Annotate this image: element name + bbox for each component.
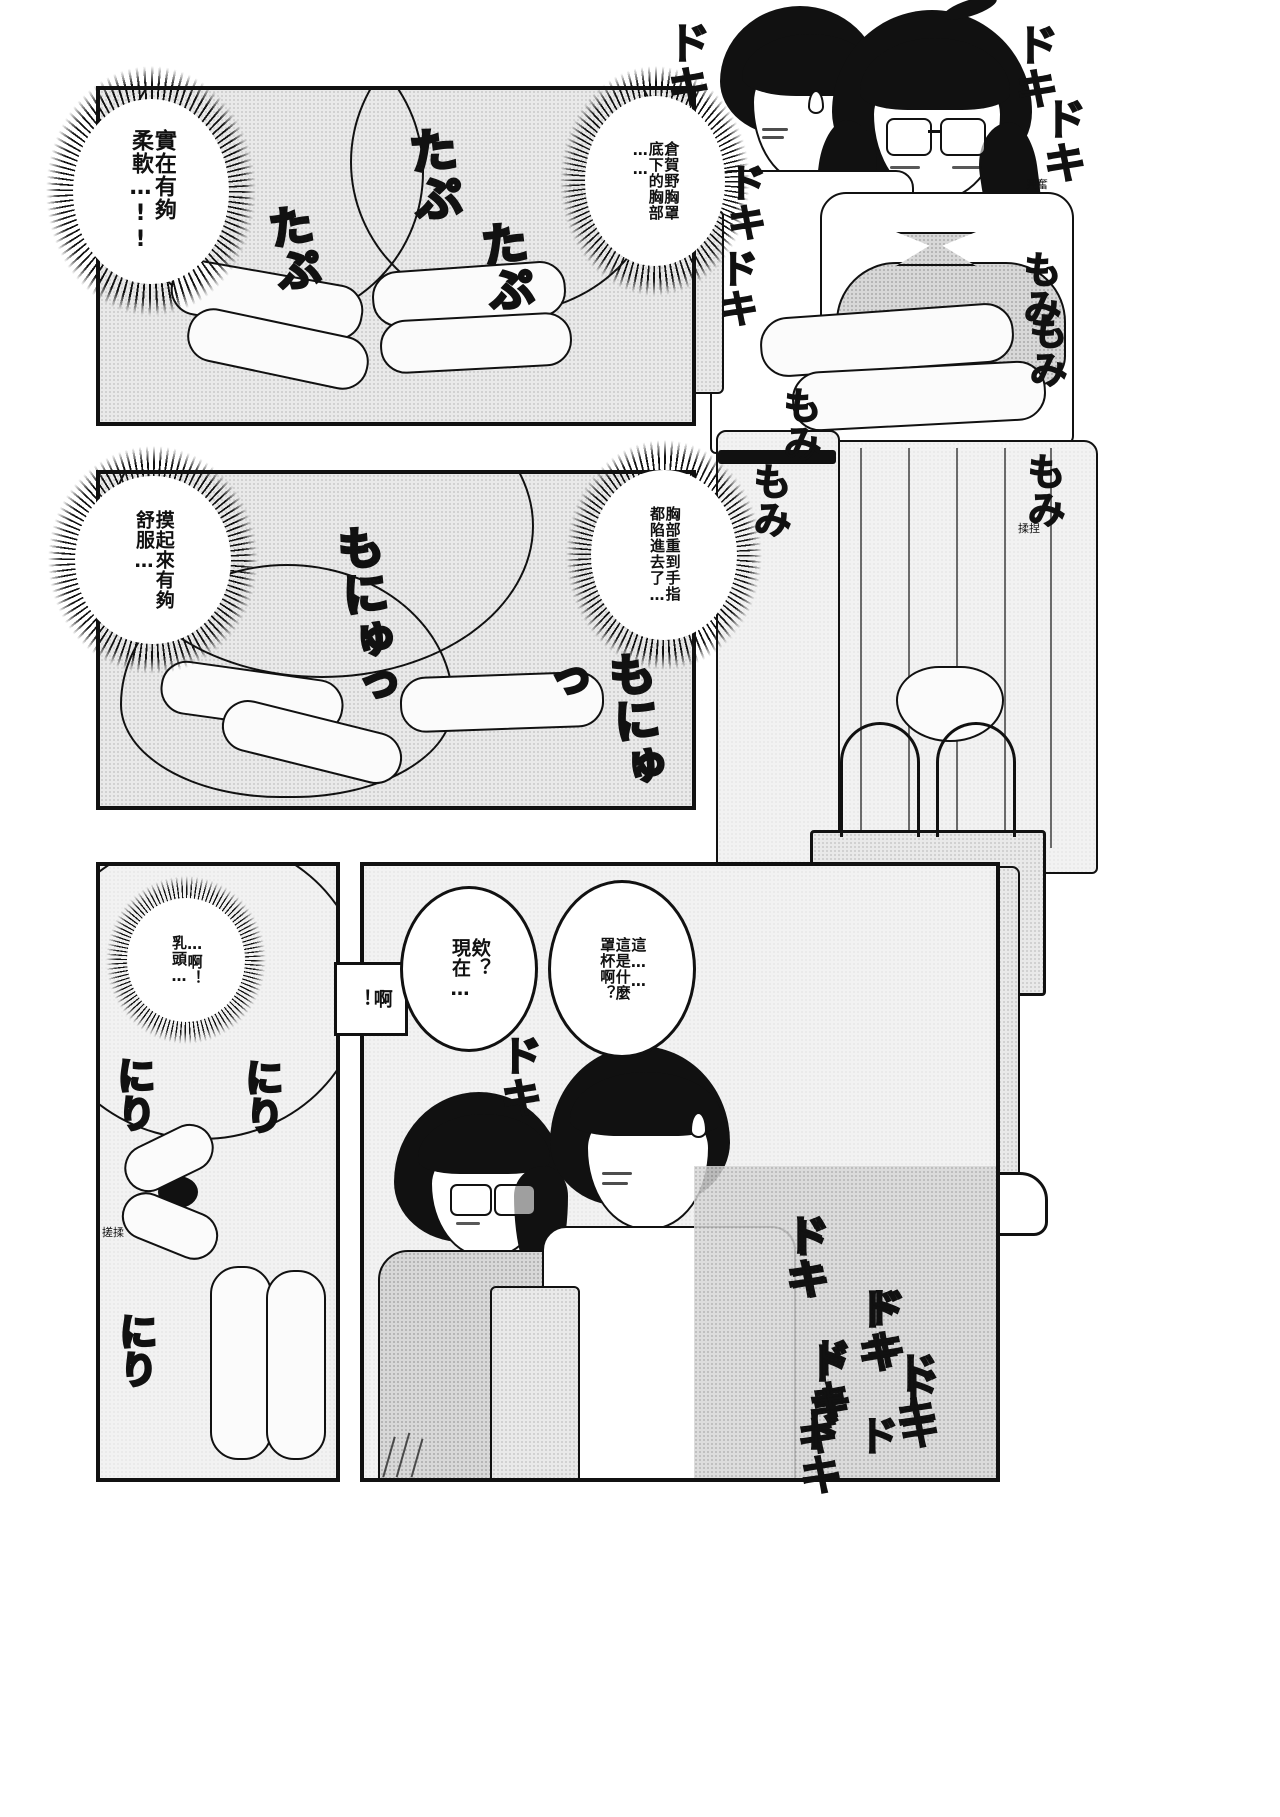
sfx-tapu-3: たぷ bbox=[470, 215, 539, 317]
hand-lower-2 bbox=[266, 1270, 326, 1460]
burst-core bbox=[591, 469, 737, 641]
sfx-momi-r1: もみ bbox=[1016, 249, 1062, 327]
bubble-p3-left-text: …啊！ 乳頭… bbox=[170, 934, 204, 986]
burst-core bbox=[73, 98, 229, 284]
boy-sweat-drop bbox=[808, 90, 824, 114]
bubble-p4-c-text: 這…… 這是什麼 罩杯啊？ bbox=[598, 937, 648, 1001]
burst-core bbox=[75, 475, 231, 645]
sfx-doki-p4-6: ドキ bbox=[789, 1413, 901, 1457]
girl-blush-2 bbox=[952, 166, 982, 169]
boy-blush bbox=[762, 128, 788, 131]
p4-glasses-lens-right bbox=[494, 1184, 536, 1216]
skirt-pleat-1 bbox=[860, 448, 862, 858]
label-excited: 興奮 bbox=[1026, 178, 1048, 191]
bubble-p1-right: 倉賀野胸罩 底下的胸部 …… bbox=[560, 66, 750, 296]
glasses-right-lens bbox=[940, 118, 986, 156]
hand-lower-1 bbox=[210, 1266, 272, 1460]
sfx-doki-r3: ドキ bbox=[1034, 95, 1087, 185]
boy-blush-2 bbox=[762, 136, 784, 139]
glasses-bridge bbox=[928, 130, 940, 133]
sfx-doki-p4-3: ドキ bbox=[857, 1285, 908, 1371]
sfx-momi-r2: もみ bbox=[1022, 311, 1068, 389]
p4-bag bbox=[490, 1286, 580, 1478]
boy-belt bbox=[718, 450, 836, 464]
sfx-doki-b3: ドキ bbox=[798, 1339, 851, 1429]
bubble-p4-b-text: 欸？ 現在… bbox=[449, 937, 491, 1001]
sfx-doki-p4-4: ドキ bbox=[803, 1335, 854, 1421]
p4-boy-sweat bbox=[690, 1112, 707, 1138]
sfx-niri-1: にり bbox=[110, 1055, 157, 1134]
sfx-doki-r5: ドキ bbox=[711, 247, 759, 329]
tote-bag-handle-left bbox=[840, 722, 920, 837]
bubble-p4-a-text: 啊 ！ bbox=[351, 989, 393, 1009]
sfx-doki-p4-1: ドキ bbox=[493, 1033, 544, 1119]
bubble-p4-a: 啊 ！ bbox=[334, 962, 408, 1036]
sfx-doki-b2: ドキ bbox=[848, 1285, 901, 1375]
sfx-doki-r1: ドキ bbox=[658, 19, 711, 109]
bubble-p2-left: 摸起來有夠 舒服… bbox=[48, 446, 258, 674]
sfx-monyu-2: もにゅっ bbox=[533, 647, 670, 793]
sfx-doki-r4: ドキ bbox=[719, 161, 767, 243]
sfx-doki-b4: ドキ bbox=[886, 1349, 939, 1439]
glasses-left-lens bbox=[886, 118, 932, 156]
burst-core bbox=[584, 95, 726, 267]
bubble-p1-right-text: 倉賀野胸罩 底下的胸部 …… bbox=[631, 141, 681, 221]
bubble-p1-left-text: 實在有夠 柔軟…!! bbox=[128, 129, 176, 253]
sfx-niri-3: にり bbox=[112, 1311, 159, 1390]
p4-glasses-lens-left bbox=[450, 1184, 492, 1216]
p4-boy-blush-1 bbox=[602, 1172, 632, 1175]
p4-shade-block bbox=[694, 1166, 996, 1478]
bubble-p4-c: 這…… 這是什麼 罩杯啊？ bbox=[548, 880, 696, 1058]
finger-4 bbox=[378, 311, 574, 375]
sfx-momi-r3: もみ bbox=[1020, 451, 1066, 529]
sfx-doki-b1: ドキ bbox=[776, 1211, 829, 1301]
label-knead: 揉捏 bbox=[1018, 522, 1040, 535]
p4-girl-blush bbox=[456, 1222, 480, 1225]
tote-bag-handle-right bbox=[936, 722, 1016, 837]
breast-underside bbox=[100, 866, 336, 1140]
sfx-doki-b5: ドキ bbox=[790, 1407, 843, 1497]
skirt-pleat-4 bbox=[1004, 448, 1006, 858]
skirt-pleat-5 bbox=[1050, 448, 1052, 848]
burst-core bbox=[126, 897, 246, 1023]
sfx-doki-r2: ドキ bbox=[1006, 21, 1059, 111]
p4-boy-blush-2 bbox=[602, 1182, 628, 1185]
sfx-niri-2: にり bbox=[238, 1057, 285, 1136]
bubble-p2-left-text: 摸起來有夠 舒服… bbox=[133, 510, 175, 610]
sfx-tapu-2: たぷ bbox=[397, 122, 466, 226]
bubble-p2-right: 胸部重到手指 都陷進去了… bbox=[566, 440, 762, 670]
skirt-pleat-2 bbox=[908, 448, 910, 860]
sfx-momi-r4: もみ bbox=[776, 385, 822, 463]
sfx-momi-r5: もみ bbox=[746, 461, 792, 539]
girl-blush bbox=[890, 166, 920, 169]
sfx-doki-p4-5: ドキ bbox=[891, 1365, 942, 1451]
bubble-p1-left: 實在有夠 柔軟…!! bbox=[46, 66, 256, 316]
bubble-p2-right-text: 胸部重到手指 都陷進去了… bbox=[648, 505, 682, 605]
bubble-p4-b: 欸？ 現在… bbox=[400, 886, 538, 1052]
label-rub: 搓揉 bbox=[102, 1226, 124, 1239]
bubble-p3-left: …啊！ 乳頭… bbox=[106, 876, 266, 1044]
sfx-doki-p4-2: ドキ bbox=[781, 1215, 832, 1301]
skirt-pleat-3 bbox=[956, 448, 958, 860]
